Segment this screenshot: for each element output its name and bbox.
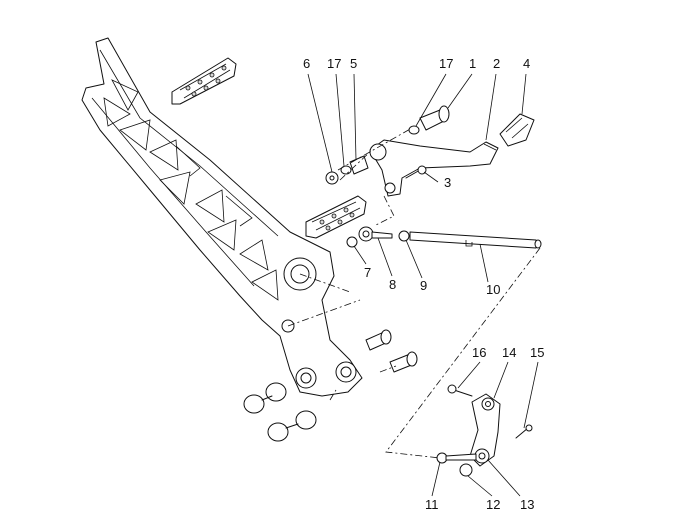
callout-14: 14 — [502, 345, 516, 360]
callout-6: 6 — [303, 56, 310, 71]
linkage-rod — [346, 226, 542, 249]
callout-12: 12 — [486, 497, 500, 512]
leader-lines — [307, 73, 539, 497]
callout-16: 16 — [472, 345, 486, 360]
callout-17-left: 17 — [327, 56, 341, 71]
bracket-mounting-hardware — [243, 329, 418, 442]
assembly-lines — [287, 127, 541, 459]
footpeg-lower — [305, 195, 367, 239]
callout-5: 5 — [350, 56, 357, 71]
callout-9: 9 — [420, 278, 427, 293]
callout-11: 11 — [425, 497, 439, 512]
footrest-bracket — [81, 37, 363, 397]
callout-13: 13 — [520, 497, 534, 512]
callout-3: 3 — [444, 175, 451, 190]
callout-15: 15 — [530, 345, 544, 360]
callout-10: 10 — [486, 282, 500, 297]
callout-7: 7 — [364, 265, 371, 280]
callout-labels: 6 17 5 17 1 2 4 3 7 8 9 10 16 14 15 11 1… — [303, 56, 544, 512]
gearbox-lever — [469, 393, 501, 467]
rider-footpeg — [171, 57, 237, 105]
lower-hardware — [436, 384, 533, 477]
callout-8: 8 — [389, 277, 396, 292]
gear-lever — [369, 139, 499, 197]
callout-4: 4 — [523, 56, 530, 71]
callout-2: 2 — [493, 56, 500, 71]
callout-1: 1 — [469, 56, 476, 71]
callout-17-right: 17 — [439, 56, 453, 71]
gear-pedal-rubber — [499, 113, 535, 147]
